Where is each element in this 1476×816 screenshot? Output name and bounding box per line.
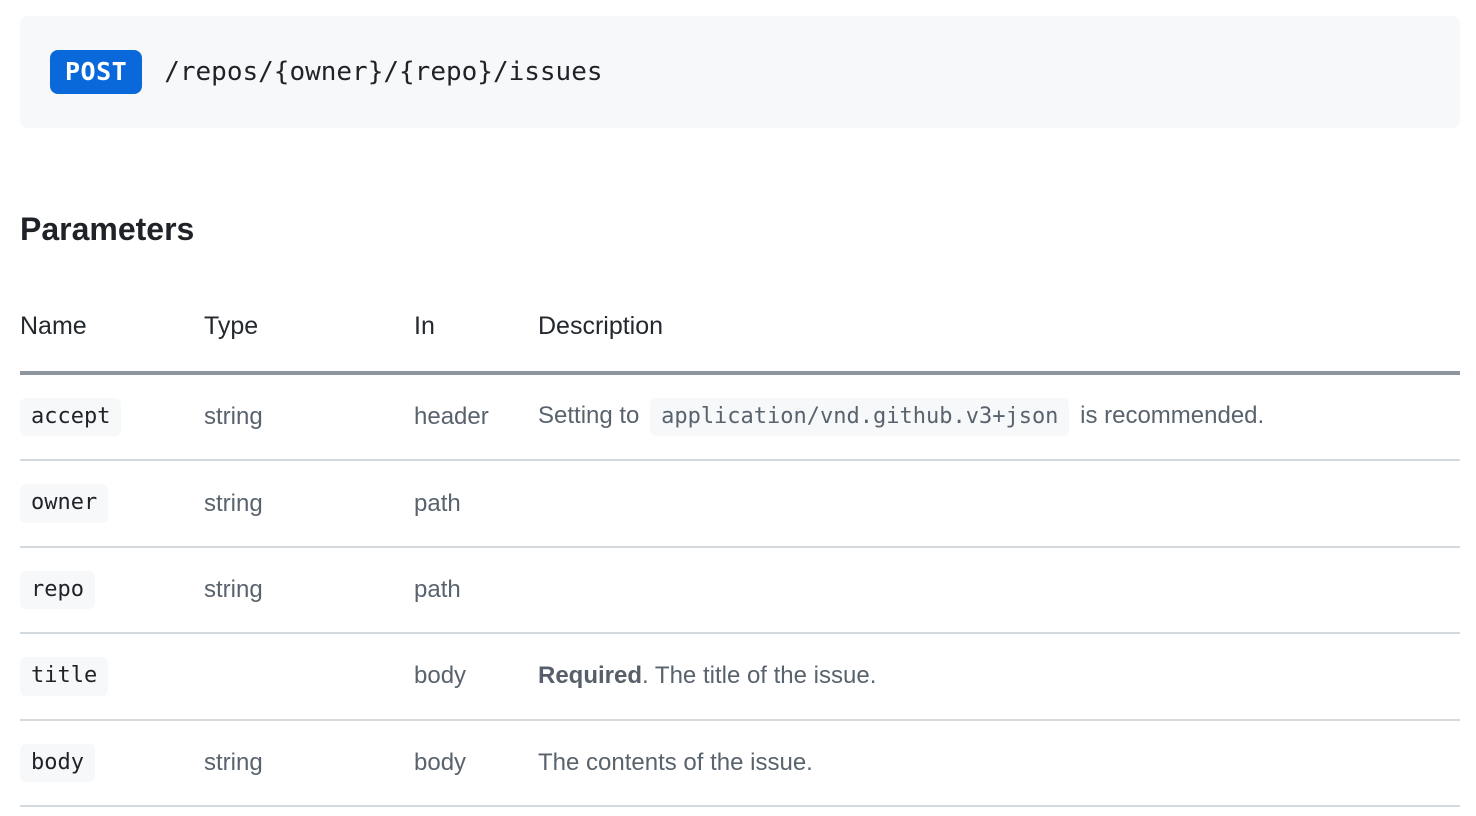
param-description (538, 547, 1460, 633)
param-description: Required. The title of the issue. (538, 662, 877, 690)
column-header-in: In (414, 312, 435, 340)
parameter-row: title body Required. The title of the is… (20, 633, 1460, 720)
parameters-table-body: accept string header Setting to applicat… (20, 373, 1460, 806)
param-description (538, 460, 1460, 546)
required-label: Required (538, 662, 643, 690)
param-in: path (414, 489, 461, 517)
param-type (204, 633, 414, 719)
param-type: string (204, 575, 263, 603)
param-type: string (204, 489, 263, 517)
param-name-chip: owner (20, 484, 109, 523)
inline-code: application/vnd.github.v3+json (650, 398, 1070, 437)
endpoint-banner: POST /repos/{owner}/{repo}/issues (20, 16, 1460, 128)
param-name-chip: accept (20, 398, 122, 437)
param-description: Setting to application/vnd.github.v3+jso… (538, 373, 1460, 460)
parameter-row: body string body The contents of the iss… (20, 720, 1460, 806)
parameter-row: accept string header Setting to applicat… (20, 373, 1460, 461)
api-docs-page: POST /repos/{owner}/{repo}/issues Parame… (0, 16, 1476, 816)
endpoint-path: /repos/{owner}/{repo}/issues (164, 57, 603, 87)
parameter-row: owner string path (20, 460, 1460, 547)
column-header-description: Description (538, 312, 664, 340)
param-type: string (204, 748, 263, 776)
param-in: header (414, 403, 489, 431)
parameters-heading: Parameters (20, 211, 195, 247)
param-type: string (204, 403, 263, 431)
parameter-row: repo string path (20, 547, 1460, 634)
parameters-table: Name Type In Description accept string h… (20, 312, 1460, 807)
param-in: path (414, 575, 461, 603)
table-header-row: Name Type In Description (20, 312, 1460, 373)
param-name-chip: repo (20, 570, 95, 610)
param-in: body (414, 748, 467, 776)
http-method-badge: POST (50, 50, 143, 94)
column-header-type: Type (204, 312, 259, 340)
param-name-chip: title (20, 657, 109, 696)
param-name-chip: body (20, 743, 95, 782)
param-in: body (414, 662, 467, 690)
param-description: The contents of the issue. (538, 748, 813, 776)
column-header-name: Name (20, 312, 87, 340)
